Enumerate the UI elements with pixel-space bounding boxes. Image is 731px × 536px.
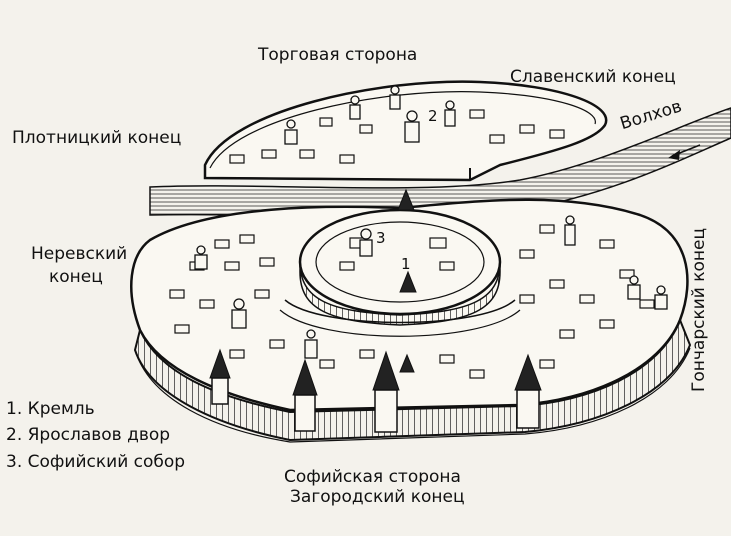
label-nerevsky-end-1: Неревский xyxy=(31,244,128,264)
label-goncharsky-end: Гончарский конец xyxy=(689,227,709,392)
label-sofiyskaya-side: Софийская сторона xyxy=(284,467,461,487)
map-legend: 1. Кремль 2. Ярославов двор 3. Софийский… xyxy=(6,396,185,475)
label-slavensky-end: Славенский конец xyxy=(510,67,676,87)
legend-item-yaroslav-court: 2. Ярославов двор xyxy=(6,425,171,446)
marker-kremlin: 1 xyxy=(401,255,411,273)
towers xyxy=(209,188,542,433)
churches xyxy=(194,85,668,359)
label-torgovaya-side: Торговая сторона xyxy=(258,45,418,65)
legend-item-sofia-cathedral: 3. Софийский собор xyxy=(6,451,186,472)
legend-item-kremlin: 1. Кремль xyxy=(6,399,95,419)
houses xyxy=(169,109,655,379)
marker-yaroslav-court: 2 xyxy=(428,107,438,125)
marker-sofia-cathedral: 3 xyxy=(376,229,386,247)
label-zagorodsky-end: Загородский конец xyxy=(290,487,465,507)
label-nerevsky-end-2: конец xyxy=(49,267,103,287)
label-plotnitsky-end: Плотницкий конец xyxy=(12,128,182,148)
